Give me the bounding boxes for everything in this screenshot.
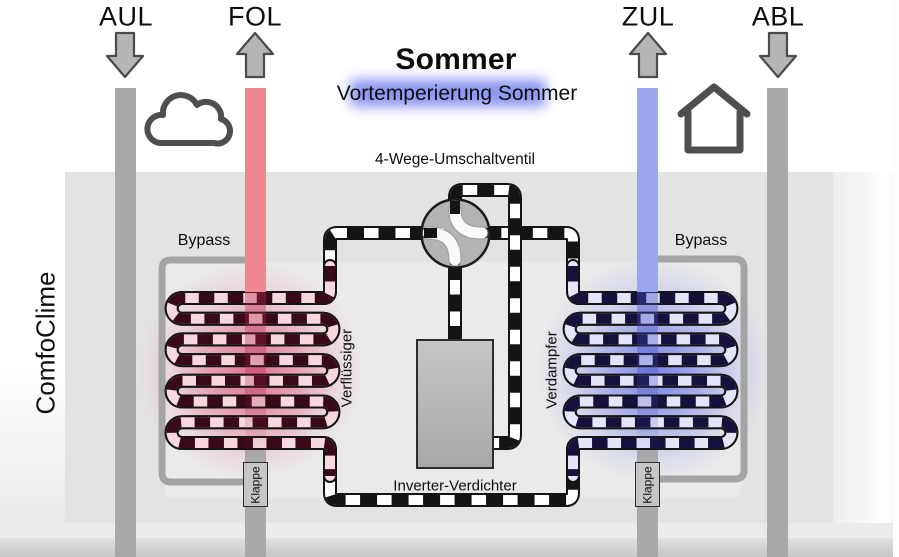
airflow-label-aul: AUL xyxy=(98,1,154,32)
condenser-label: Verflüssiger xyxy=(338,328,356,408)
aul-arrow-down-icon xyxy=(105,31,145,79)
fol-arrow-up-icon xyxy=(235,31,275,79)
abl-duct-bar xyxy=(767,88,788,557)
bypass-left-outline xyxy=(158,256,251,486)
abl-arrow-down-icon xyxy=(758,31,798,79)
airflow-label-fol: FOL xyxy=(227,1,283,32)
damper-left-label: Klappe xyxy=(248,465,263,504)
floor-strip-upper xyxy=(0,523,899,538)
bypass-right-outline xyxy=(651,255,748,483)
four-way-valve-icon xyxy=(420,198,491,269)
mode-subtitle: Vortemperierung Sommer xyxy=(336,82,578,105)
left-margin-panel xyxy=(0,172,65,523)
cloud-icon xyxy=(144,92,233,147)
floor-strip-lower xyxy=(0,538,899,557)
airflow-label-zul: ZUL xyxy=(621,1,675,32)
evaporator-airflow-tint xyxy=(637,292,658,460)
bypass-left-label: Bypass xyxy=(177,232,231,249)
zul-airflow-bar xyxy=(637,88,658,292)
damper-left-box: Klappe xyxy=(243,462,268,507)
airflow-label-abl: ABL xyxy=(751,1,805,32)
condenser-airflow-tint xyxy=(245,292,266,460)
right-edge-strip xyxy=(893,0,899,557)
bypass-right-label: Bypass xyxy=(674,232,728,249)
house-icon xyxy=(677,83,751,154)
compressor-box xyxy=(416,339,494,469)
fol-airflow-bar xyxy=(245,88,266,292)
compressor-label: Inverter-Verdichter xyxy=(393,477,517,495)
damper-right-box: Klappe xyxy=(635,462,660,507)
device-label: ComfoClime xyxy=(30,271,61,415)
subtitle-highlight xyxy=(350,79,546,107)
zul-arrow-up-icon xyxy=(628,31,668,79)
valve-label: 4-Wege-Umschaltventil xyxy=(375,151,535,168)
mode-title: Sommer xyxy=(395,43,517,76)
right-side-panel xyxy=(833,172,899,523)
evaporator-label: Verdampfer xyxy=(543,331,561,409)
aul-duct-bar xyxy=(115,88,136,557)
damper-right-label: Klappe xyxy=(640,465,655,504)
